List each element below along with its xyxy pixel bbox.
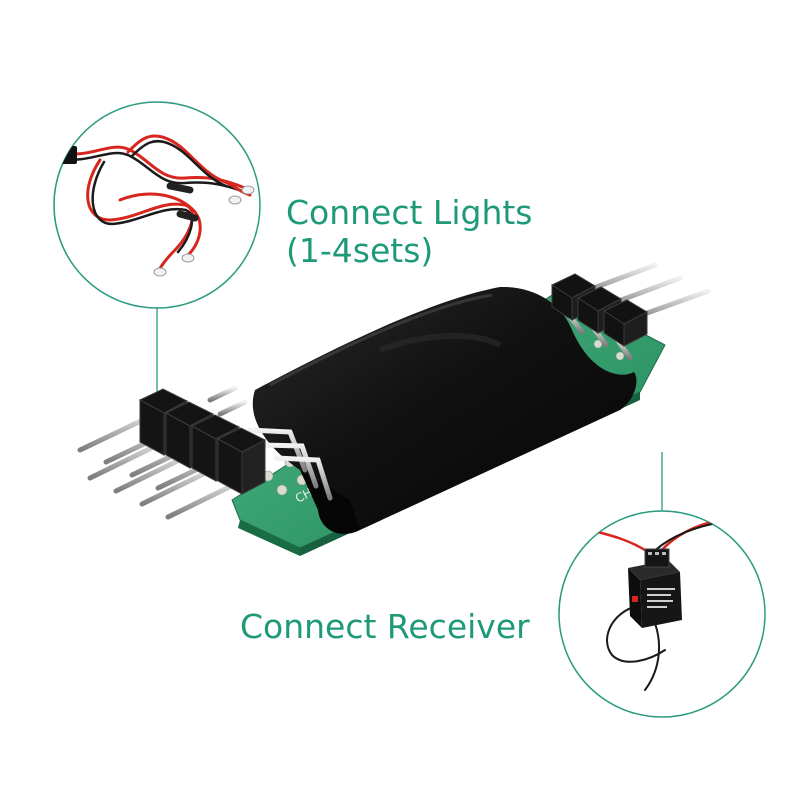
connect-lights-line2: (1-4sets): [286, 231, 434, 270]
receiver-header: [550, 262, 711, 361]
connect-receiver-label: Connect Receiver: [240, 607, 530, 646]
connector-plug: [55, 146, 77, 164]
module-internal-pins: [247, 427, 333, 501]
led-light-wires: [58, 134, 252, 274]
receiver-unit: [628, 548, 682, 628]
led-bulbs: [153, 185, 255, 277]
connect-lights-label: Connect Lights (1-4sets): [286, 194, 533, 270]
lights-header: [77, 385, 267, 520]
connect-lights-line1: Connect Lights: [286, 193, 533, 232]
light-control-module: CH2: [77, 262, 711, 556]
heatshrink-body: [252, 286, 637, 534]
receiver-callout: [558, 510, 766, 718]
lights-callout: [53, 101, 261, 309]
